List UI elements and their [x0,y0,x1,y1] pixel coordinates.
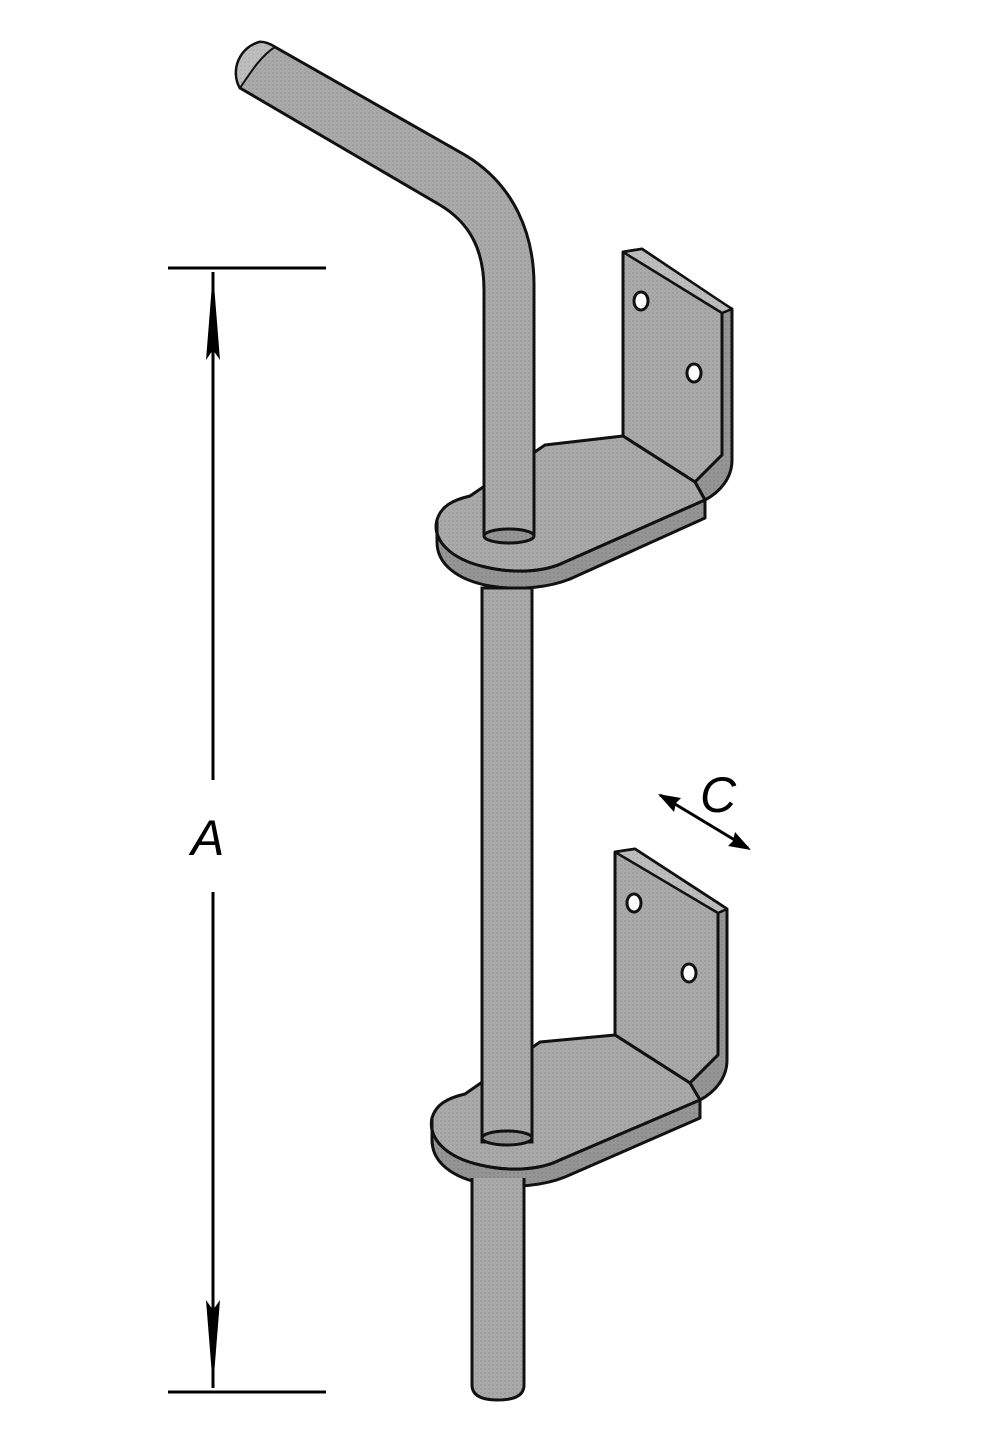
dimension-c: C [658,767,751,850]
upper-bracket [434,247,734,590]
upper-bracket-plate-top-edge [621,247,734,315]
rod-handle-end-cap [235,40,277,90]
lower-bracket-base-edge [429,1098,702,1188]
dimension-a: A [168,266,326,1394]
rod-upper-collar [482,527,536,545]
dimension-c-arrowhead-right-icon [728,832,751,850]
lower-bracket-plate-top-edge [613,847,729,915]
upper-bracket-base-edge [434,498,707,590]
dimension-c-arrowhead-left-icon [658,794,681,812]
rod-lower-collar [480,1129,534,1147]
lower-bracket-hole-upper [625,892,643,914]
lower-bracket-hole-lower [680,962,698,984]
dimension-a-bottom-arrowhead-icon [206,1300,220,1388]
dimension-a-label: A [188,810,224,866]
rod-middle-shaft [480,586,534,1144]
dimension-c-label: C [700,767,737,823]
dimension-a-top-arrowhead-icon [206,272,220,360]
rod-bottom-shaft [470,1178,526,1402]
lower-bracket [429,847,729,1188]
rod-handle [234,40,536,537]
cane-bolt-rod [234,40,536,1402]
upper-bracket-hole-upper [632,290,650,312]
upper-bracket-hole-lower [685,362,703,384]
